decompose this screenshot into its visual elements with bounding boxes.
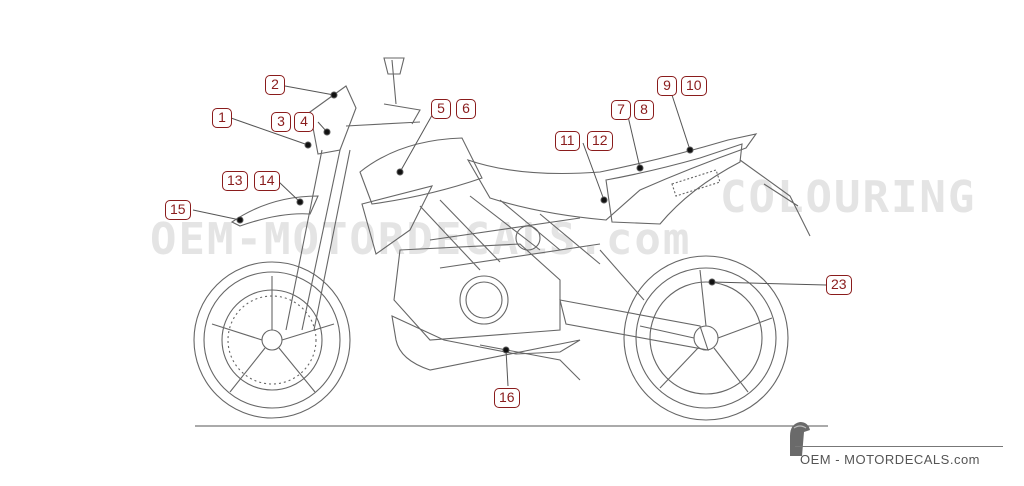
callout-12: 12 [587, 131, 613, 151]
swingarm [559, 299, 709, 351]
engine [393, 225, 561, 341]
front-fender [230, 195, 319, 227]
callout-23: 23 [826, 275, 852, 295]
handlebar [345, 103, 421, 127]
rear-shock [599, 249, 645, 301]
callout-15: 15 [165, 200, 191, 220]
callout-2: 2 [265, 75, 285, 95]
callout-16: 16 [494, 388, 520, 408]
footer-divider [795, 446, 1003, 447]
fuel-tank [359, 137, 483, 205]
watermark-text-right: COLOURING [720, 172, 977, 223]
callout-10: 10 [681, 76, 707, 96]
tail-grille [671, 169, 721, 197]
callout-7: 7 [611, 100, 631, 120]
callout-9: 9 [657, 76, 677, 96]
callout-6: 6 [456, 99, 476, 119]
callout-5: 5 [431, 99, 451, 119]
mirror [383, 57, 405, 75]
callout-4: 4 [294, 112, 314, 132]
number-plate-hanger [739, 159, 811, 237]
helmet-logo [790, 422, 810, 456]
mirror-stem [391, 59, 397, 105]
footer-brand-text: OEM - MOTORDECALS.com [800, 452, 981, 467]
side-panel [361, 185, 434, 255]
callout-11: 11 [555, 131, 580, 151]
callout-3: 3 [271, 112, 291, 132]
trellis-frame [419, 195, 601, 271]
headlight-fairing [309, 85, 357, 155]
callout-8: 8 [634, 100, 654, 120]
exhaust [391, 315, 581, 371]
front-fork [285, 149, 351, 331]
tail-section [605, 143, 743, 225]
front-wheel [193, 261, 351, 419]
callout-14: 14 [254, 171, 280, 191]
callout-13: 13 [222, 171, 248, 191]
seat [466, 133, 758, 221]
callout-1: 1 [212, 108, 232, 128]
